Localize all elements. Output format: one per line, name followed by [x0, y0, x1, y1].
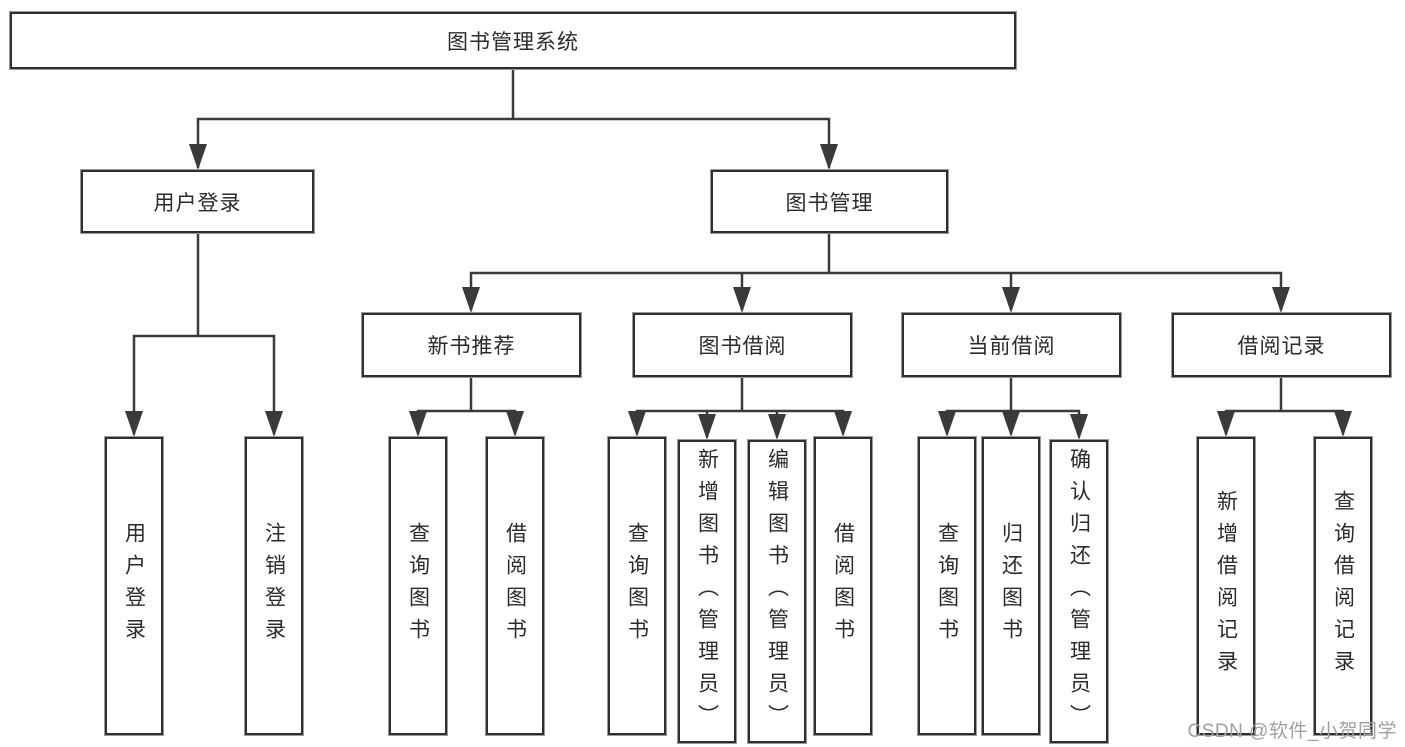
leaf-query-books-2: 查询图书 [608, 437, 666, 735]
leaf-add-books-admin: 新增图书（管理员） [678, 440, 736, 743]
leaf-edit-books-admin: 编辑图书（管理员） [748, 440, 806, 743]
node-root: 图书管理系统 [10, 12, 1016, 69]
leaf-add-books-admin-label: 新增图书（管理员） [695, 447, 719, 736]
leaf-return-books-label: 归还图书 [999, 522, 1023, 650]
leaf-query-books-1-label: 查询图书 [406, 522, 430, 650]
arrowheads [125, 144, 1352, 440]
leaf-query-books-2-label: 查询图书 [625, 522, 649, 650]
node-book-borrowing-label: 图书借阅 [698, 335, 787, 358]
leaf-borrow-books-1-label: 借阅图书 [503, 522, 527, 650]
node-borrowing-records: 借阅记录 [1172, 313, 1391, 377]
node-borrowing-records-label: 借阅记录 [1237, 335, 1326, 358]
node-root-label: 图书管理系统 [447, 30, 579, 54]
leaf-query-books-3: 查询图书 [918, 437, 976, 735]
node-user-login: 用户登录 [81, 170, 314, 233]
node-book-borrowing: 图书借阅 [633, 313, 852, 377]
leaf-add-borrow-record-label: 新增借阅记录 [1214, 490, 1238, 682]
leaf-query-borrow-record: 查询借阅记录 [1314, 437, 1372, 735]
node-current-borrowing: 当前借阅 [902, 313, 1121, 377]
leaf-confirm-return-admin-label: 确认归还（管理员） [1067, 447, 1091, 736]
leaf-query-books-1: 查询图书 [389, 437, 447, 735]
leaf-borrow-books-1: 借阅图书 [486, 437, 544, 735]
connector-paths [132, 67, 1345, 437]
leaf-borrow-books-2: 借阅图书 [814, 437, 872, 735]
leaf-user-login-label: 用户登录 [122, 522, 146, 650]
node-book-management: 图书管理 [711, 170, 948, 233]
node-user-login-label: 用户登录 [153, 191, 242, 215]
leaf-confirm-return-admin: 确认归还（管理员） [1050, 440, 1108, 743]
node-new-book-recommend: 新书推荐 [362, 313, 581, 377]
leaf-borrow-books-2-label: 借阅图书 [831, 522, 855, 650]
leaf-edit-books-admin-label: 编辑图书（管理员） [765, 447, 789, 736]
leaf-add-borrow-record: 新增借阅记录 [1197, 437, 1255, 735]
leaf-logout: 注销登录 [245, 437, 303, 735]
leaf-query-borrow-record-label: 查询借阅记录 [1331, 490, 1355, 682]
leaf-query-books-3-label: 查询图书 [935, 522, 959, 650]
watermark: CSDN @软件_小贺同学 [1187, 721, 1397, 742]
leaf-return-books: 归还图书 [982, 437, 1040, 735]
node-current-borrowing-label: 当前借阅 [967, 335, 1056, 358]
leaf-logout-label: 注销登录 [262, 522, 286, 650]
leaf-user-login: 用户登录 [105, 437, 163, 735]
node-new-book-recommend-label: 新书推荐 [427, 335, 516, 358]
node-book-management-label: 图书管理 [785, 191, 874, 215]
